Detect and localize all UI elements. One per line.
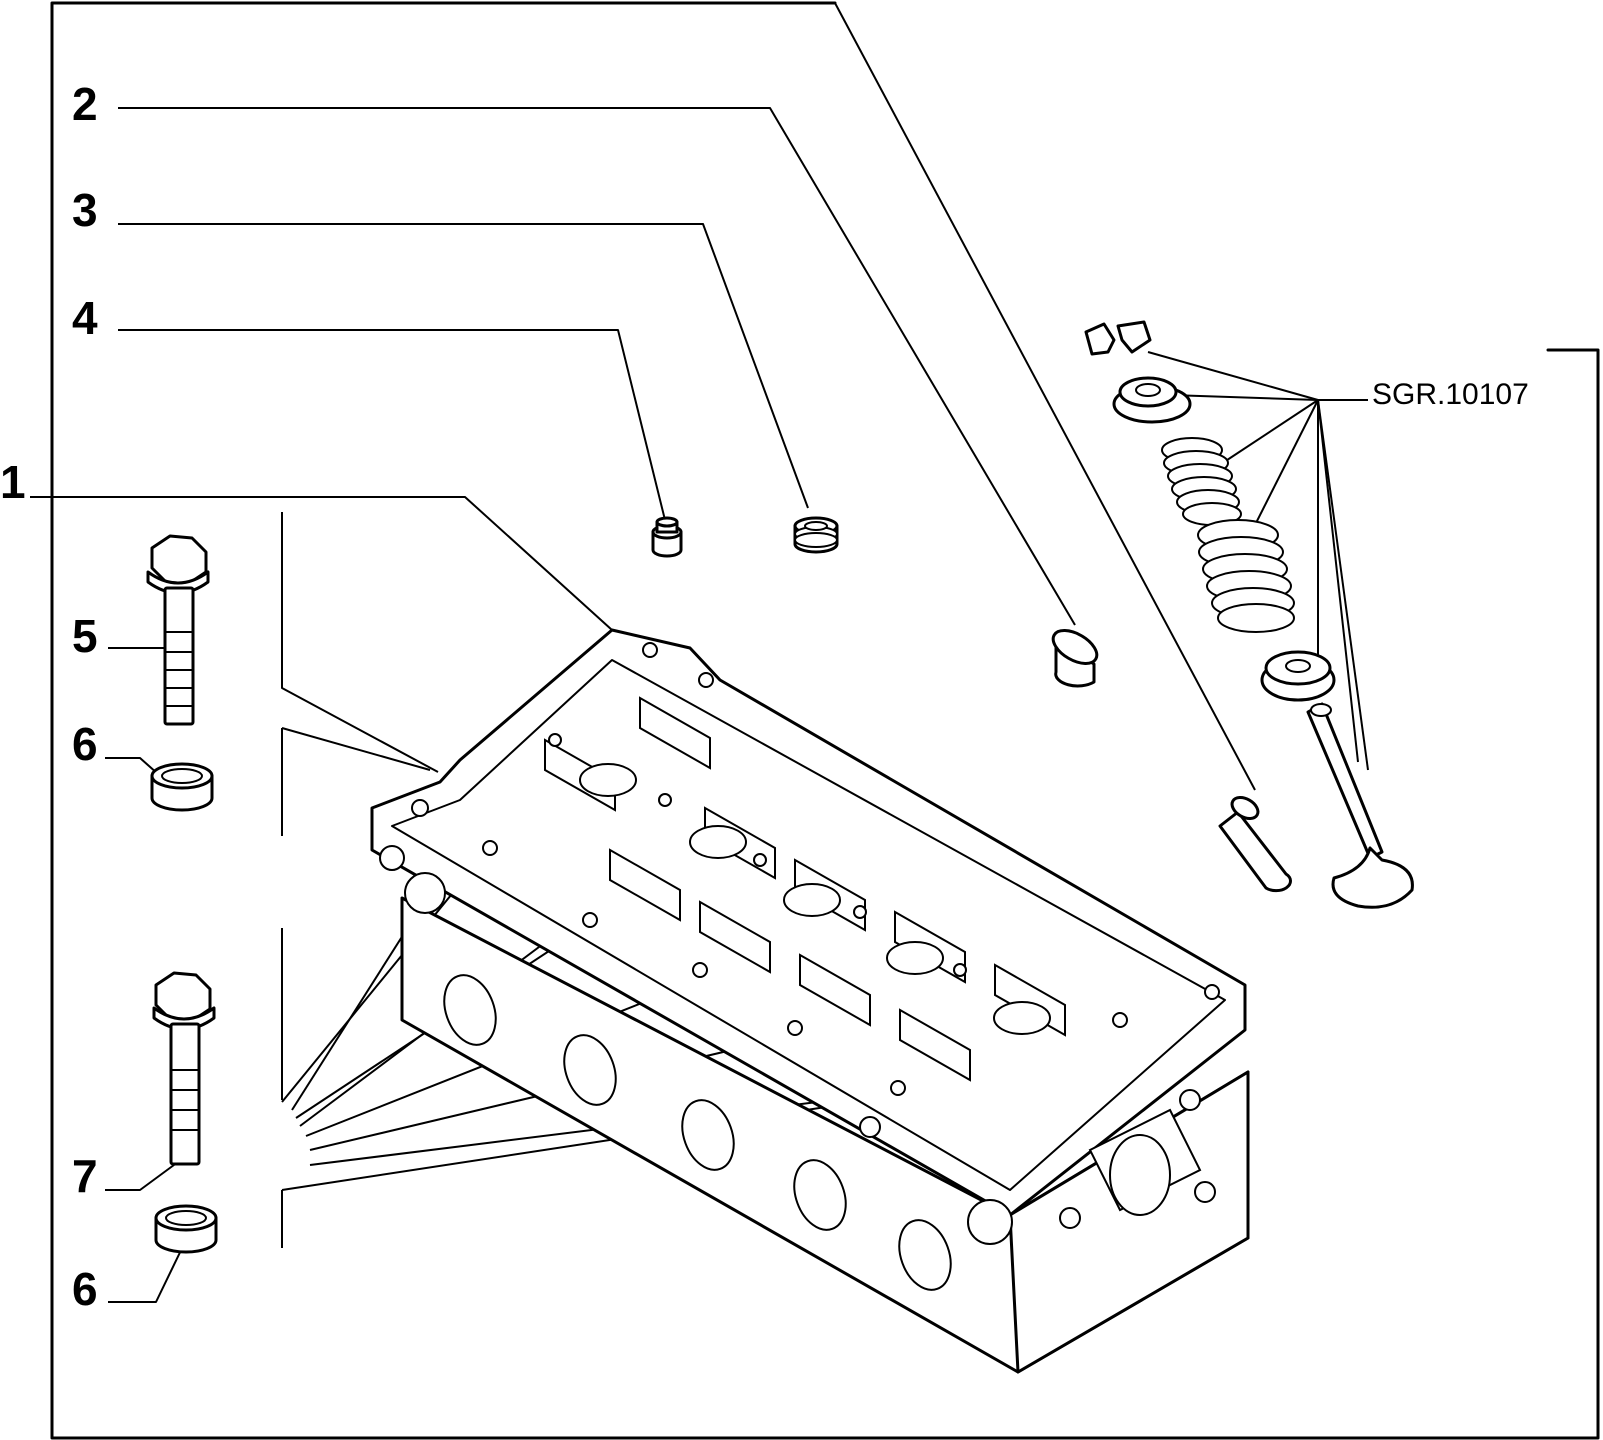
callout-7: 7 [72, 1150, 98, 1202]
callout-6-bottom: 6 [72, 1263, 98, 1315]
part-5-head-bolt [146, 534, 210, 726]
callout-6-top: 6 [72, 718, 98, 770]
callout-1: 1 [0, 456, 26, 508]
leader-frame-line [834, 2, 1256, 791]
outer-spring [1197, 519, 1295, 633]
reference-code: SGR.10107 [1372, 378, 1529, 411]
leader-6-bottom [108, 1241, 186, 1303]
leader-4 [118, 329, 666, 521]
inner-spring [1161, 437, 1242, 526]
front-bosses [379, 845, 1013, 1245]
part-1-cylinder-head [370, 628, 1250, 1374]
callout-2: 2 [72, 78, 98, 130]
part-4-valve-seal [651, 516, 683, 558]
callout-4: 4 [72, 292, 98, 344]
callout-3: 3 [72, 184, 98, 236]
leader-2 [118, 107, 1076, 626]
part-3-stem-seal [793, 516, 839, 554]
diagram-frame [50, 1, 1600, 1440]
part-6-washer-bottom [154, 1204, 218, 1254]
part-6-washer-top [150, 762, 214, 812]
leader-3 [118, 223, 809, 509]
end-flange [1059, 1089, 1216, 1229]
leader-7 [105, 1161, 179, 1191]
cam-towers [544, 696, 1066, 1082]
part-7-head-bolt [152, 971, 216, 1166]
callout-5: 5 [72, 610, 98, 662]
bolt-bracket-top [281, 512, 439, 773]
side-ports [443, 974, 952, 1291]
leader-1 [30, 496, 613, 631]
injector-bores [579, 763, 1051, 1035]
leader-lines [30, 2, 1369, 1303]
bolt-holes [411, 642, 1220, 1096]
leader-6-top [105, 757, 159, 775]
valve-guide [1218, 796, 1292, 893]
part-2-tappet [1051, 629, 1099, 688]
valve-assembly [1084, 320, 1414, 909]
